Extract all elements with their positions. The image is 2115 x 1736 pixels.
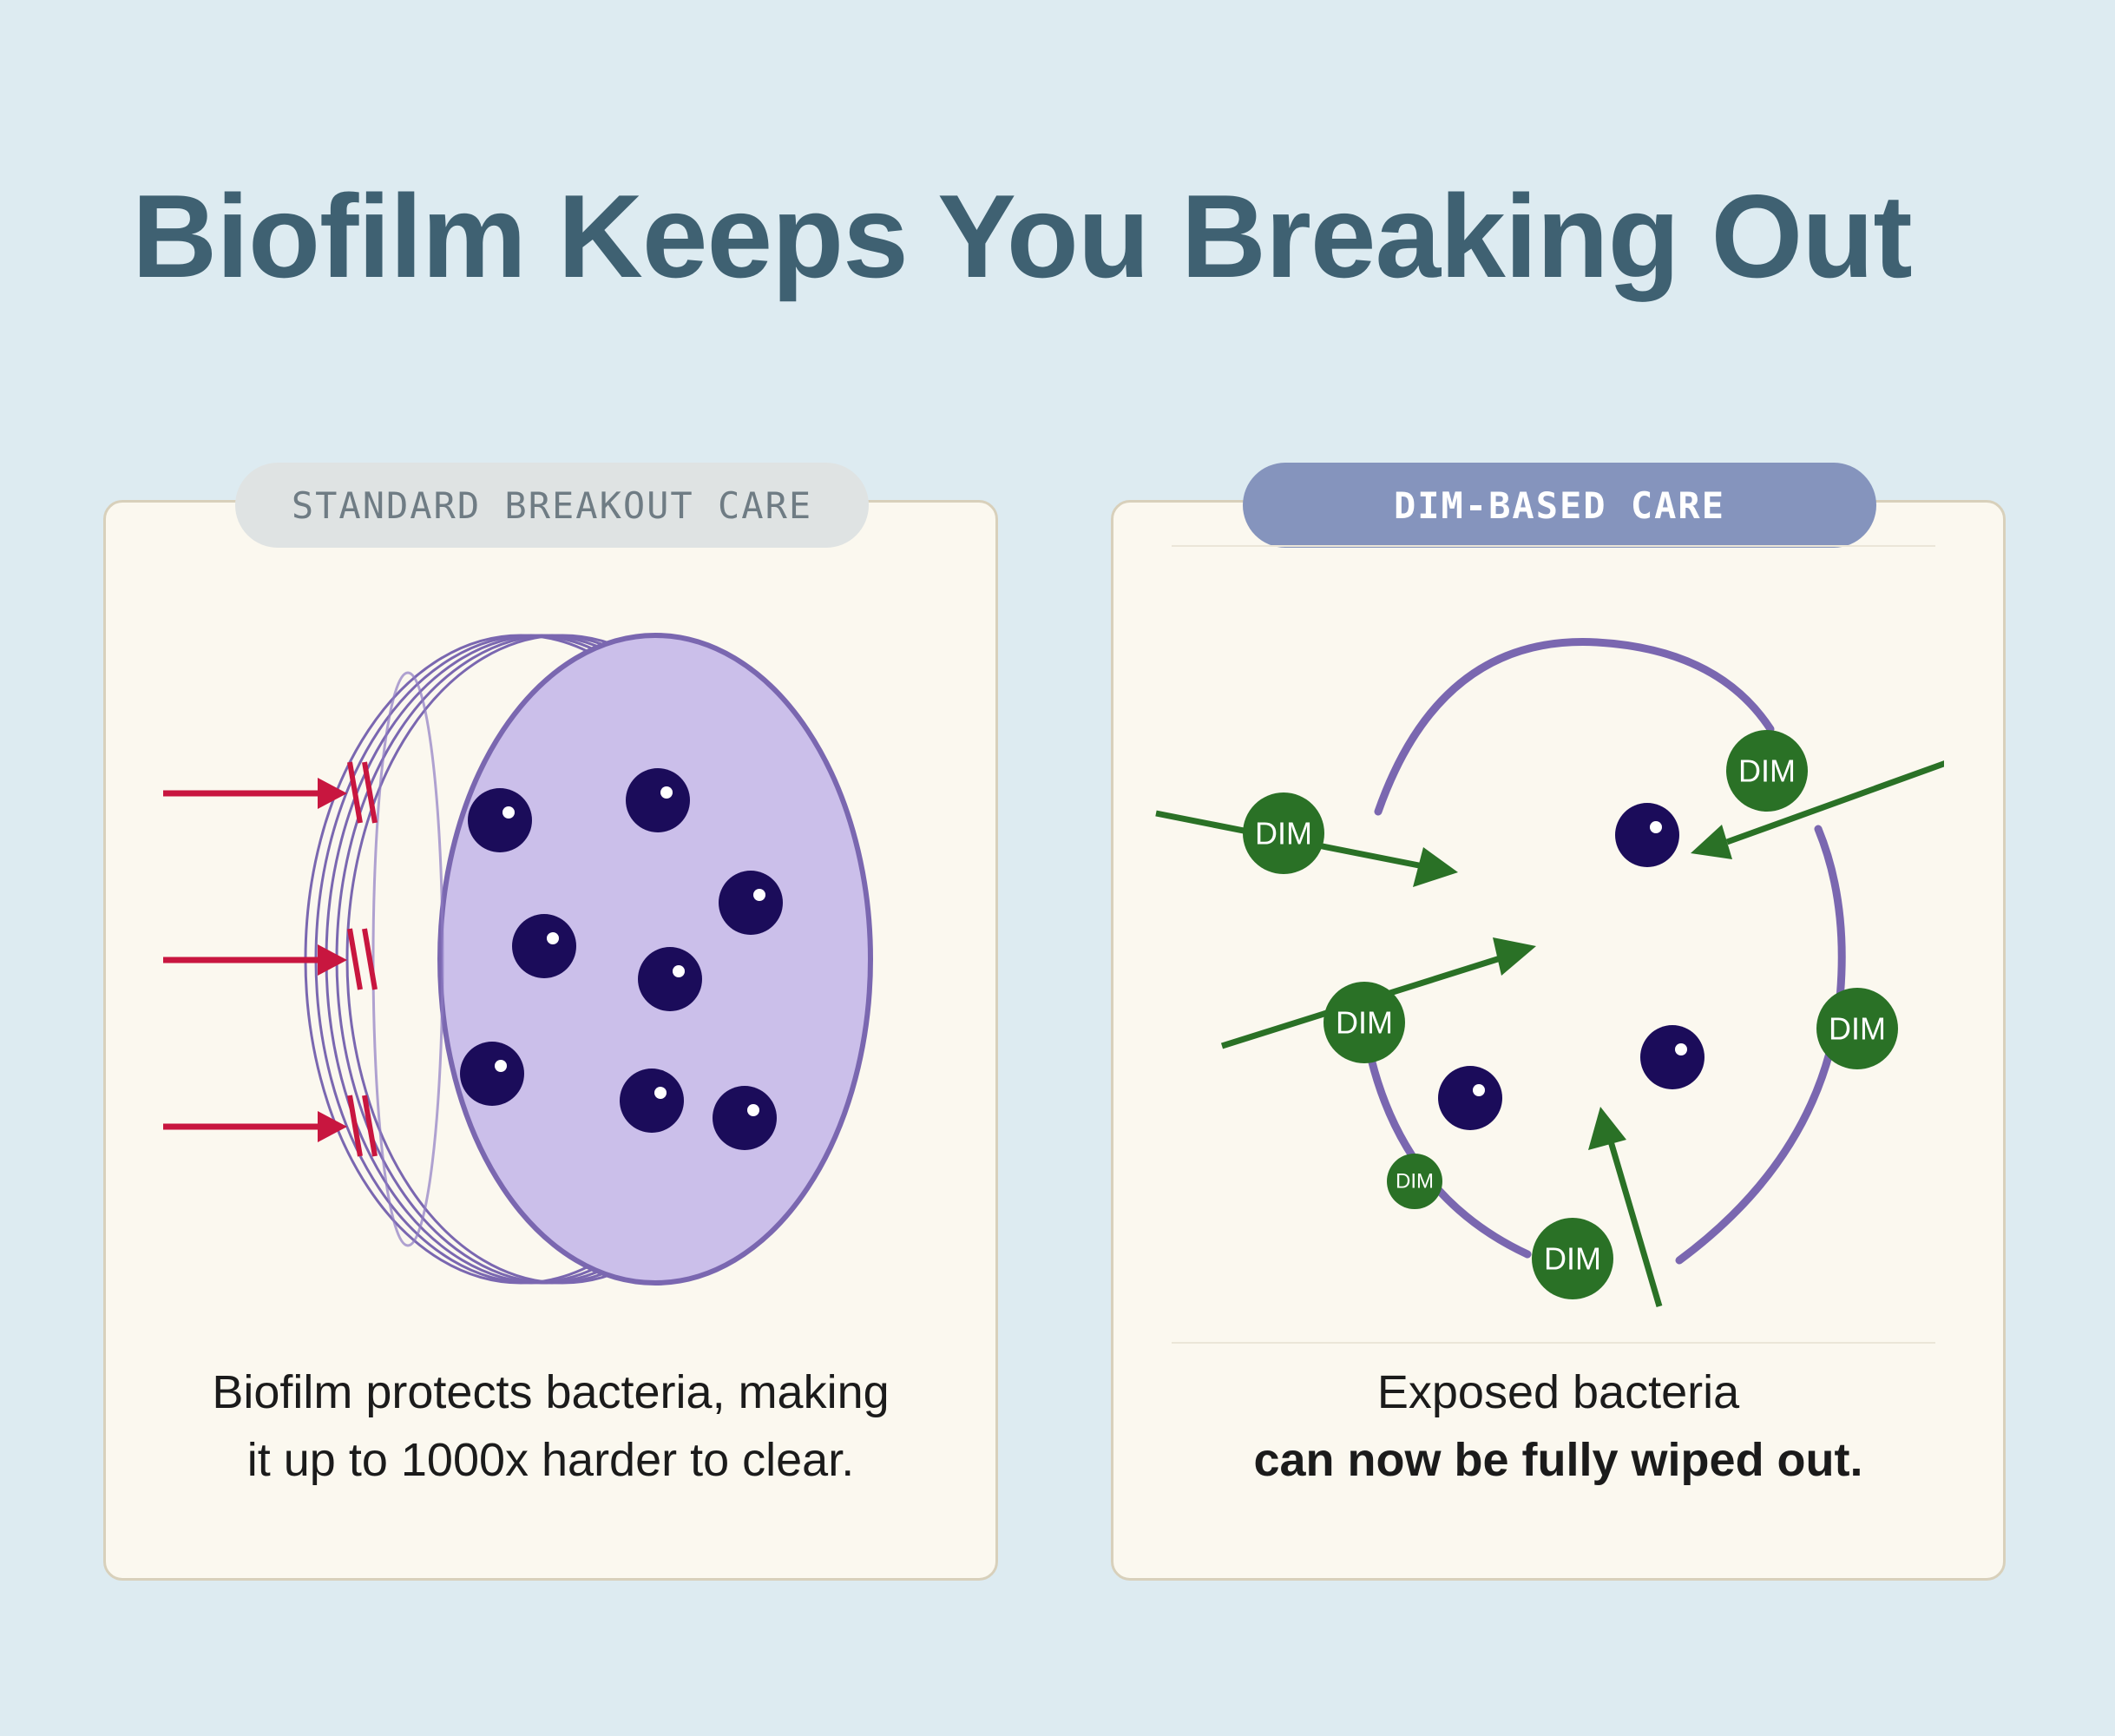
dim-molecule: DIM	[1387, 1154, 1442, 1209]
caption-line: Biofilm protects bacteria, making	[212, 1366, 890, 1418]
bacterium	[620, 1069, 684, 1133]
dim-molecule: DIM	[1324, 982, 1405, 1063]
blocked-arrows	[163, 761, 378, 1157]
bacterium	[1640, 1025, 1704, 1089]
blocked-arrow	[163, 1095, 378, 1157]
dim-arrow	[1588, 1107, 1663, 1307]
dim-arrows	[1155, 760, 1944, 1307]
dim-label: DIM	[1255, 816, 1312, 852]
dim-label: DIM	[1544, 1241, 1601, 1277]
bacterium	[626, 768, 690, 832]
dim-molecule: DIM	[1726, 730, 1808, 812]
biofilm-illustration	[163, 633, 873, 1286]
dim-illustration: DIM DIM DIM DIM DIM DIM	[1155, 545, 1944, 1344]
blocked-arrow	[163, 928, 378, 990]
bacterium	[638, 947, 702, 1011]
caption-line: it up to 1000x harder to clear.	[246, 1434, 855, 1486]
dim-molecule: DIM	[1532, 1218, 1613, 1299]
bacteria-group	[460, 768, 783, 1150]
dim-label: DIM	[1738, 753, 1796, 789]
caption-emphasis: can now be fully wiped out.	[1253, 1434, 1863, 1486]
dim-arrow	[1691, 760, 1944, 859]
bacteria-group	[1438, 803, 1704, 1130]
dim-molecule: DIM	[1243, 792, 1324, 874]
dim-label: DIM	[1336, 1005, 1393, 1041]
caption-line: Exposed bacteria	[1376, 1366, 1740, 1418]
page-title: Biofilm Keeps You Breaking Out	[132, 170, 1913, 302]
dim-label: DIM	[1396, 1170, 1434, 1194]
bacterium	[719, 871, 783, 935]
standard-care-caption: Biofilm protects bacteria, making it up …	[103, 1358, 998, 1494]
dim-care-label: DIM-BASED CARE	[1243, 463, 1876, 548]
dim-care-caption: Exposed bacteria can now be fully wiped …	[1111, 1358, 2006, 1494]
bacterium	[713, 1086, 777, 1150]
biofilm-rim	[371, 671, 444, 1247]
bacterium	[1438, 1066, 1502, 1130]
bacterium	[512, 914, 576, 978]
bacterium	[468, 788, 532, 852]
dim-label: DIM	[1829, 1011, 1886, 1047]
standard-care-label: STANDARD BREAKOUT CARE	[235, 463, 869, 548]
blocked-arrow	[163, 761, 378, 824]
dim-molecule: DIM	[1816, 988, 1898, 1069]
bacterium	[1615, 803, 1679, 867]
bacterium	[460, 1042, 524, 1106]
